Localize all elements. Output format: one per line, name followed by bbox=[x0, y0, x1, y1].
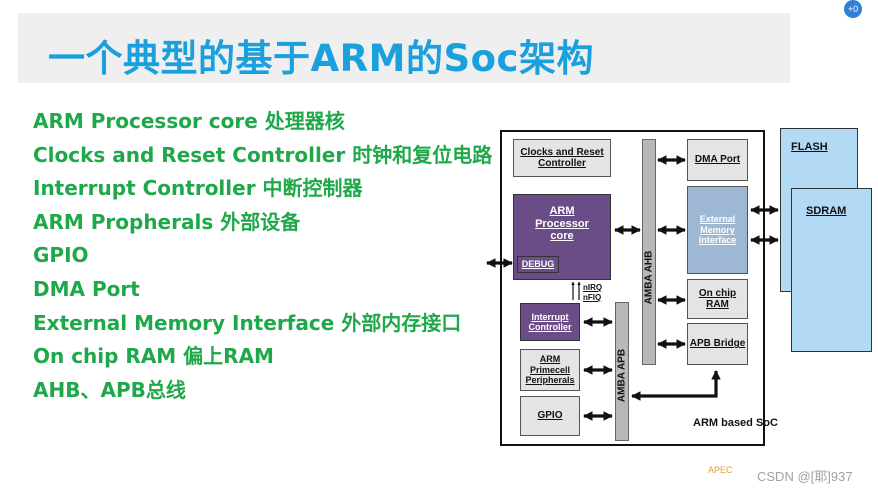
interrupt-controller-block: Interrupt Controller bbox=[520, 303, 580, 341]
connection-arrows bbox=[486, 155, 779, 421]
soc-diagram: FLASH SDRAM Clocks and Reset Controller … bbox=[484, 126, 872, 448]
arm-core-block: ARM Processor core bbox=[513, 194, 611, 280]
bullet-item: Interrupt Controller 中断控制器 bbox=[33, 176, 363, 201]
bullet-item: External Memory Interface 外部内存接口 bbox=[33, 310, 462, 335]
onchip-ram-block: On chip RAM bbox=[687, 279, 748, 319]
debug-block: DEBUG bbox=[517, 256, 559, 273]
bullet-item: DMA Port bbox=[33, 276, 140, 301]
title-bar: 一个典型的基于ARM的Soc架构 bbox=[18, 13, 790, 83]
bullet-item: GPIO bbox=[33, 243, 89, 268]
amba-apb-bus bbox=[615, 302, 629, 441]
bullet-item: AHB、APB总线 bbox=[33, 377, 186, 402]
apb-bridge-arrow bbox=[631, 370, 721, 401]
bullet-list: ARM Processor core 处理器核 Clocks and Reset… bbox=[33, 105, 492, 407]
apec-logo: APEC bbox=[708, 465, 733, 475]
bullet-item: ARM Processor core 处理器核 bbox=[33, 109, 345, 133]
bullet-item: On chip RAM 偏上RAM bbox=[33, 344, 274, 369]
primecell-block: ARM Primecell Peripherals bbox=[520, 349, 580, 391]
bullet-item: ARM Propherals 外部设备 bbox=[33, 209, 301, 234]
corner-badge[interactable]: +0 bbox=[844, 0, 862, 18]
bullet-item: Clocks and Reset Controller 时钟和复位电路 bbox=[33, 142, 493, 167]
external-memory-interface-block: External Memory Interface bbox=[687, 186, 748, 274]
nirq-label: nIRQ bbox=[583, 283, 603, 292]
clocks-reset-block: Clocks and Reset Controller bbox=[513, 139, 611, 177]
sdram-label: SDRAM bbox=[806, 205, 847, 217]
amba-ahb-bus bbox=[642, 139, 656, 365]
arm-core-label: ARM Processor core bbox=[535, 205, 589, 243]
apb-bridge-block: APB Bridge bbox=[687, 323, 748, 365]
slide-title: 一个典型的基于ARM的Soc架构 bbox=[48, 37, 594, 80]
gpio-block: GPIO bbox=[520, 396, 580, 436]
dma-port-block: DMA Port bbox=[687, 139, 748, 181]
csdn-watermark: CSDN @[耶]937 bbox=[757, 469, 853, 484]
flash-label: FLASH bbox=[791, 141, 828, 153]
sdram-block: SDRAM bbox=[791, 188, 872, 352]
soc-label: ARM based SoC bbox=[693, 417, 778, 429]
nfiq-label: nFIQ bbox=[583, 293, 602, 302]
